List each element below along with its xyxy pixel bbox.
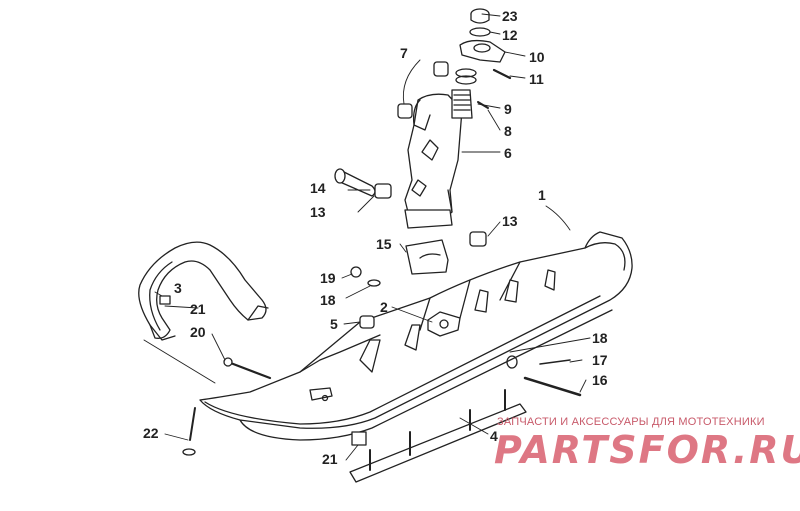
callout-2: 2 [380, 299, 388, 315]
callout-3: 3 [174, 280, 182, 296]
washer-part-12 [469, 27, 491, 37]
callout-20: 20 [190, 324, 206, 340]
callout-13-right: 13 [502, 213, 518, 229]
callout-17: 17 [592, 352, 608, 368]
bushing-part-13-left [374, 183, 392, 199]
callout-23: 23 [502, 8, 518, 24]
callout-8: 8 [504, 123, 512, 139]
washer-part-18-right [506, 355, 518, 369]
callout-13-left: 13 [310, 204, 326, 220]
callout-9: 9 [504, 101, 512, 117]
bolt-part-22 [189, 407, 196, 441]
callout-21-upper: 21 [190, 301, 206, 317]
callout-15: 15 [376, 236, 392, 252]
callout-16: 16 [592, 372, 608, 388]
callout-7: 7 [400, 45, 408, 61]
cap-part-21-upper [159, 295, 171, 305]
nut-part-5 [359, 315, 375, 329]
watermark-logo: PARTSFOR.RU [494, 428, 800, 472]
spindle [404, 89, 473, 229]
bolt-part-11 [492, 68, 512, 80]
callout-4: 4 [490, 428, 498, 444]
callout-14: 14 [310, 180, 326, 196]
callout-22: 22 [143, 425, 159, 441]
bushing-part-7-upper [433, 61, 449, 77]
washer-part-18-left [367, 279, 381, 287]
pin-part-17 [539, 359, 571, 365]
callout-18-right: 18 [592, 330, 608, 346]
wear-bar [349, 389, 527, 483]
leader-lines [143, 13, 591, 461]
callout-18-left: 18 [320, 292, 336, 308]
callout-11: 11 [529, 71, 544, 87]
callout-21-lower: 21 [322, 451, 338, 467]
callout-6: 6 [504, 145, 512, 161]
callout-12: 12 [502, 27, 518, 43]
ski-loop-handle [138, 241, 269, 341]
callout-19: 19 [320, 270, 336, 286]
bolt-part-20 [226, 360, 272, 380]
callout-10: 10 [529, 49, 545, 65]
callout-5: 5 [330, 316, 338, 332]
washer-part-9 [455, 68, 477, 78]
bushing-part-13-right [469, 231, 487, 247]
nut-part-19 [350, 266, 362, 278]
wear-block-part-15 [405, 239, 449, 275]
callout-1: 1 [538, 187, 546, 203]
bushing-part-7-lower [397, 103, 413, 119]
watermark-caption: ЗАПЧАСТИ И АКСЕССУАРЫ ДЛЯ МОТОТЕХНИКИ [497, 416, 765, 428]
steering-arm [459, 39, 506, 63]
nut-part-21-lower [351, 431, 367, 446]
ski-body [199, 231, 633, 441]
bolt-part-16 [523, 376, 582, 397]
